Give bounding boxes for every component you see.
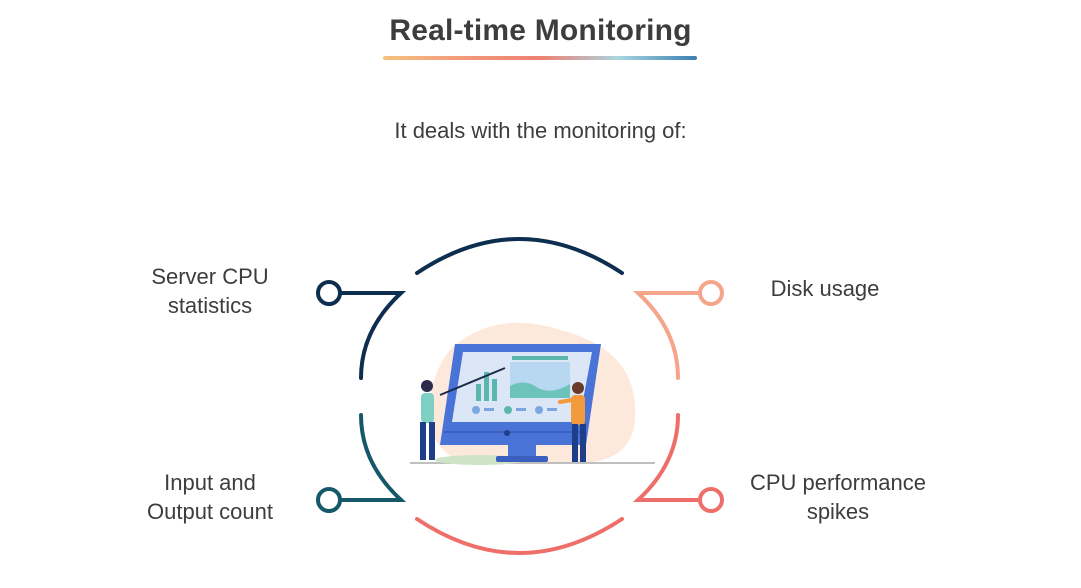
analytics-presentation-icon xyxy=(410,322,655,465)
label-line: Disk usage xyxy=(770,276,880,301)
connector-disk-usage xyxy=(632,291,700,380)
top-arc xyxy=(415,237,624,275)
label-line: CPU performance xyxy=(749,470,927,495)
node-cpu-spikes xyxy=(698,487,724,513)
label-disk-usage: Disk usage xyxy=(725,274,925,303)
node-server-cpu xyxy=(316,280,342,306)
connector-cpu-spikes xyxy=(632,413,700,502)
subtitle: It deals with the monitoring of: xyxy=(394,118,687,143)
title-underline xyxy=(383,56,697,60)
connector-io-count xyxy=(339,413,407,502)
connector-server-cpu xyxy=(339,291,407,380)
label-line: Input and xyxy=(164,470,256,495)
node-io-count xyxy=(316,487,342,513)
label-cpu-performance-spikes: CPU performance spikes xyxy=(718,468,958,526)
label-line: Server CPU xyxy=(151,264,269,289)
label-line: spikes xyxy=(806,499,870,524)
node-disk-usage xyxy=(698,280,724,306)
page-title: Real-time Monitoring xyxy=(389,14,692,47)
label-input-output-count: Input and Output count xyxy=(110,468,310,526)
label-server-cpu-statistics: Server CPU statistics xyxy=(110,262,310,320)
label-line: statistics xyxy=(167,293,253,318)
label-line: Output count xyxy=(147,499,273,524)
bottom-arc xyxy=(415,517,624,555)
